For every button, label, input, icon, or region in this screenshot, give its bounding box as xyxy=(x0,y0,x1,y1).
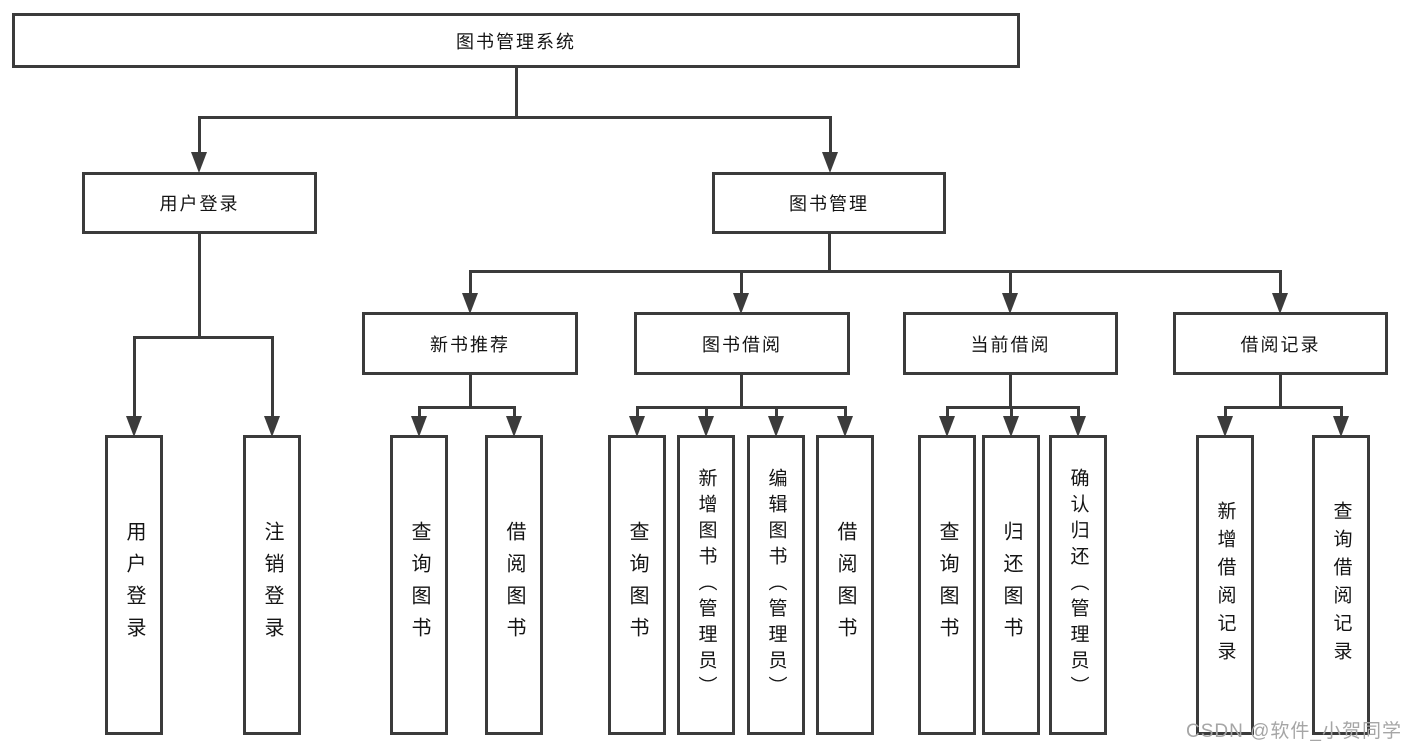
leaf-add-book-admin: 新增图书（管理员） xyxy=(677,435,735,735)
node-current-borrowing: 当前借阅 xyxy=(903,312,1118,375)
leaf-label: 查询借阅记录 xyxy=(1330,501,1352,669)
connector-book-management-stem xyxy=(828,233,831,273)
connector-current-borrowing-branch xyxy=(946,406,1080,409)
connector-book-borrowing-stem xyxy=(740,375,743,409)
connector-book-management-branch xyxy=(469,270,1282,273)
arrow-to-book-management xyxy=(822,118,838,173)
connector-user-login-stem xyxy=(198,233,201,338)
leaf-label: 归还图书 xyxy=(1000,521,1022,649)
leaf-label: 编辑图书（管理员） xyxy=(765,468,787,702)
arrow-to-leaf-query-books-borrow xyxy=(629,408,645,437)
arrow-to-leaf-add-book xyxy=(698,408,714,437)
arrow-to-leaf-return-book xyxy=(1003,408,1019,437)
arrow-down-icon xyxy=(411,416,427,437)
arrow-down-icon xyxy=(768,416,784,437)
arrow-to-leaf-add-borrow-record xyxy=(1217,408,1233,437)
arrow-down-icon xyxy=(264,416,280,437)
arrow-to-new-book-recommendation xyxy=(462,272,478,314)
arrow-to-leaf-logout xyxy=(264,338,280,437)
leaf-label: 查询图书 xyxy=(408,521,430,649)
arrow-to-current-borrowing xyxy=(1002,272,1018,314)
leaf-add-borrow-record: 新增借阅记录 xyxy=(1196,435,1254,735)
node-label: 图书借阅 xyxy=(702,334,782,355)
arrow-to-leaf-query-books-current xyxy=(939,408,955,437)
leaf-label: 查询图书 xyxy=(626,521,648,649)
arrow-to-leaf-confirm-return xyxy=(1070,408,1086,437)
arrow-down-icon xyxy=(822,152,838,173)
arrow-down-icon xyxy=(939,416,955,437)
connector-new-book-branch xyxy=(418,406,516,409)
arrow-to-leaf-edit-book xyxy=(768,408,784,437)
node-label: 借阅记录 xyxy=(1240,334,1321,355)
arrow-to-book-borrowing xyxy=(733,272,749,314)
arrow-to-leaf-borrow-books-borrow xyxy=(837,408,853,437)
leaf-label: 注销登录 xyxy=(261,521,283,649)
leaf-label: 用户登录 xyxy=(123,521,145,649)
connector-book-borrowing-branch xyxy=(636,406,847,409)
arrow-down-icon xyxy=(1003,416,1019,437)
node-label: 图书管理 xyxy=(789,194,869,214)
connector-borrowing-records-stem xyxy=(1279,375,1282,409)
arrow-down-icon xyxy=(1217,416,1233,437)
arrow-to-leaf-query-borrow-record xyxy=(1333,408,1349,437)
watermark: CSDN @软件_小贺同学 xyxy=(1186,721,1402,742)
arrow-to-leaf-query-books-recommend xyxy=(411,408,427,437)
arrow-to-user-login xyxy=(191,118,207,173)
leaf-logout: 注销登录 xyxy=(243,435,301,735)
arrow-down-icon xyxy=(126,416,142,437)
leaf-label: 新增借阅记录 xyxy=(1214,501,1236,669)
connector-root-branch xyxy=(198,116,832,119)
arrow-down-icon xyxy=(733,293,749,314)
leaf-label: 确认归还（管理员） xyxy=(1067,468,1089,702)
arrow-down-icon xyxy=(1070,416,1086,437)
arrow-to-leaf-borrow-books-recommend xyxy=(506,408,522,437)
leaf-label: 借阅图书 xyxy=(503,521,525,649)
connector-root-stem xyxy=(515,68,518,118)
connector-new-book-stem xyxy=(469,375,472,409)
node-new-book-recommendation: 新书推荐 xyxy=(362,312,578,375)
arrow-to-borrowing-records xyxy=(1272,272,1288,314)
connector-user-login-branch xyxy=(133,336,274,339)
arrow-down-icon xyxy=(462,293,478,314)
node-borrowing-records: 借阅记录 xyxy=(1173,312,1388,375)
node-label: 图书管理系统 xyxy=(456,31,576,52)
leaf-label: 查询图书 xyxy=(936,521,958,649)
leaf-query-books-recommend: 查询图书 xyxy=(390,435,448,735)
leaf-return-book: 归还图书 xyxy=(982,435,1040,735)
leaf-query-borrow-record: 查询借阅记录 xyxy=(1312,435,1370,735)
arrow-down-icon xyxy=(1272,293,1288,314)
node-user-login: 用户登录 xyxy=(82,172,317,234)
arrow-down-icon xyxy=(1002,293,1018,314)
node-label: 新书推荐 xyxy=(430,334,510,355)
arrow-down-icon xyxy=(837,416,853,437)
leaf-query-books-current: 查询图书 xyxy=(918,435,976,735)
node-book-borrowing: 图书借阅 xyxy=(634,312,850,375)
arrow-down-icon xyxy=(1333,416,1349,437)
node-label: 当前借阅 xyxy=(970,334,1051,355)
leaf-user-login: 用户登录 xyxy=(105,435,163,735)
leaf-confirm-return-admin: 确认归还（管理员） xyxy=(1049,435,1107,735)
arrow-down-icon xyxy=(506,416,522,437)
leaf-label: 借阅图书 xyxy=(834,521,856,649)
leaf-borrow-books-borrow: 借阅图书 xyxy=(816,435,874,735)
arrow-down-icon xyxy=(629,416,645,437)
leaf-label: 新增图书（管理员） xyxy=(695,468,717,702)
node-label: 用户登录 xyxy=(159,194,240,214)
leaf-query-books-borrow: 查询图书 xyxy=(608,435,666,735)
connector-borrowing-records-branch xyxy=(1224,406,1343,409)
leaf-edit-book-admin: 编辑图书（管理员） xyxy=(747,435,805,735)
arrow-to-leaf-user-login xyxy=(126,338,142,437)
node-library-management-system: 图书管理系统 xyxy=(12,13,1020,68)
leaf-borrow-books-recommend: 借阅图书 xyxy=(485,435,543,735)
connector-current-borrowing-stem xyxy=(1009,375,1012,409)
arrow-down-icon xyxy=(191,152,207,173)
arrow-down-icon xyxy=(698,416,714,437)
node-book-management: 图书管理 xyxy=(712,172,946,234)
